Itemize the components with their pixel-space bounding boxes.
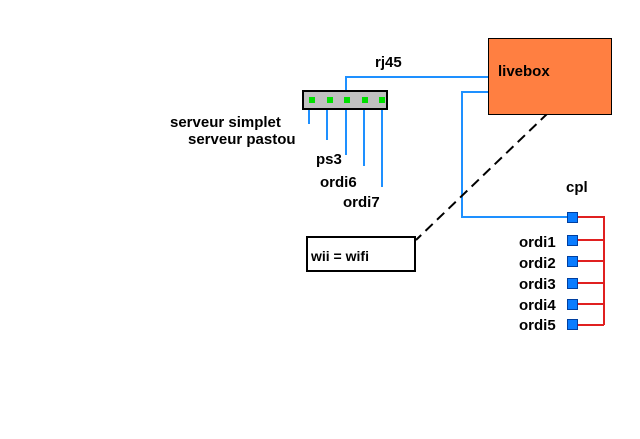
switch-port — [379, 97, 385, 103]
wifi-link — [415, 112, 549, 241]
device-label-ordi7: ordi7 — [343, 194, 380, 211]
device-label-ordi6: ordi6 — [320, 174, 357, 191]
wii-node: wii = wifi — [306, 236, 416, 272]
device-label-ordi1: ordi1 — [519, 234, 556, 251]
cpl-adapter-main — [567, 212, 578, 223]
rj45-label: rj45 — [375, 54, 402, 71]
cpl-uplink — [461, 91, 567, 218]
cpl-label: cpl — [566, 179, 588, 196]
cpl-adapter — [567, 235, 578, 246]
cpl-adapter — [567, 299, 578, 310]
switch-port — [344, 97, 350, 103]
wii-label: wii = wifi — [311, 248, 369, 264]
device-label-serveur-pastou: serveur pastou — [188, 131, 296, 148]
livebox-node: livebox — [488, 38, 612, 115]
switch-port — [327, 97, 333, 103]
device-label-ps3: ps3 — [316, 151, 342, 168]
device-label-ordi3: ordi3 — [519, 276, 556, 293]
rj45-link — [345, 76, 488, 90]
switch-node — [302, 90, 388, 110]
livebox-label: livebox — [498, 63, 550, 80]
switch-port — [362, 97, 368, 103]
cpl-adapter — [567, 278, 578, 289]
device-label-serveur-simplet: serveur simplet — [170, 114, 281, 131]
switch-port — [309, 97, 315, 103]
cpl-adapter — [567, 256, 578, 267]
device-label-ordi4: ordi4 — [519, 297, 556, 314]
device-label-ordi2: ordi2 — [519, 255, 556, 272]
device-label-ordi5: ordi5 — [519, 317, 556, 334]
cpl-bus — [578, 216, 605, 326]
cpl-adapter — [567, 319, 578, 330]
